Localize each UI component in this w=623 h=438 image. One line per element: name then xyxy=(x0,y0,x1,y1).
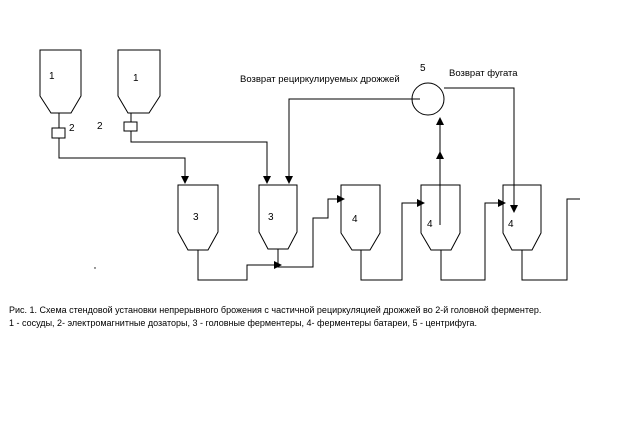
label-fugate-return: Возврат фугата xyxy=(449,68,518,79)
transfer-3-first-to-3-second xyxy=(197,250,282,281)
label-head-fermenter-3-second: 3 xyxy=(268,212,274,223)
label-vessel-1-right: 1 xyxy=(133,73,139,84)
battery-fermenter-4-third xyxy=(502,184,542,251)
transfer-3-second-to-4-first xyxy=(277,195,345,268)
label-battery-fermenter-4-third: 4 xyxy=(508,219,514,230)
battery-fermenter-4-first xyxy=(340,184,381,251)
doser-2-right xyxy=(123,121,138,132)
feed-line-to-fermenter-3-second xyxy=(130,131,271,184)
vessel-1-right xyxy=(117,49,161,114)
label-yeast-return: Возврат рециркулируемых дрожжей xyxy=(240,74,400,85)
label-head-fermenter-3-first: 3 xyxy=(193,212,199,223)
label-battery-fermenter-4-first: 4 xyxy=(352,214,358,225)
head-fermenter-3-first xyxy=(177,184,219,251)
caption-line-1: Рис. 1. Схема стендовой установки непрер… xyxy=(9,305,542,315)
label-doser-2-right: 2 xyxy=(97,121,103,132)
label-doser-2-left: 2 xyxy=(69,123,75,134)
label-vessel-1-left: 1 xyxy=(49,71,55,82)
figure-caption: Рис. 1. Схема стендовой установки непрер… xyxy=(9,304,541,330)
yeast-return-line xyxy=(285,98,420,184)
transfer-4-first-to-4-second xyxy=(360,199,425,281)
transfer-4-second-to-4-third xyxy=(440,199,506,281)
label-battery-fermenter-4-second: 4 xyxy=(427,219,433,230)
vessel-1-left xyxy=(39,49,82,114)
doser-2-left xyxy=(51,127,66,139)
label-centrifuge-5: 5 xyxy=(420,63,426,74)
head-fermenter-3-second xyxy=(258,184,298,250)
caption-line-2: 1 - сосуды, 2- электромагнитные дозаторы… xyxy=(9,318,478,328)
stray-dot xyxy=(94,267,96,269)
fugate-return-line xyxy=(444,87,518,213)
feed-line-to-fermenter-3-first xyxy=(58,138,189,184)
outflow-4-third xyxy=(521,198,580,281)
